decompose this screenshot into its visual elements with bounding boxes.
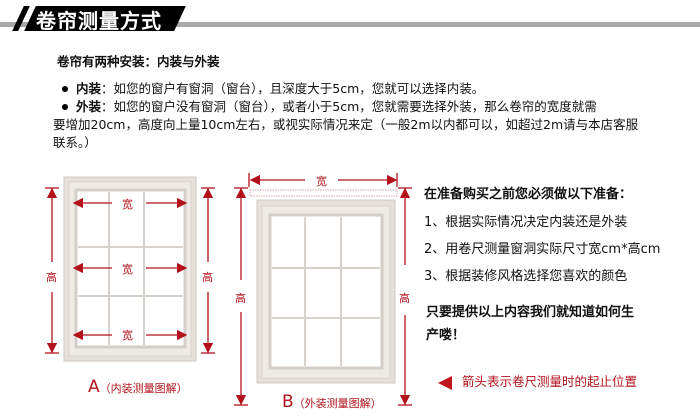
prep-step: 3、根据装修风格选择您喜欢的颜色: [424, 269, 628, 284]
caption-b: B（外装测量图解）: [282, 392, 382, 412]
height-label: 高: [235, 292, 246, 305]
bullet-icon: [62, 85, 68, 92]
width-label: 宽: [122, 263, 133, 276]
caption-text: （内装测量图解）: [99, 382, 188, 395]
window-b: [249, 189, 398, 384]
intro-item-inner: 内装：如您的窗户有窗洞（窗台），且深度大于5cm，您就可以选择内装。: [62, 80, 484, 98]
prep-title: 在准备购买之前您必须做以下准备：: [424, 187, 633, 202]
prep-note: 只要提供以上内容我们就知道如何生: [426, 305, 635, 320]
item-label: 外装: [76, 99, 102, 114]
intro-item-outer: 外装：如您的窗户没有窗洞（窗台），或者小于5cm，您就需要选择外装，那么卷帘的宽…: [62, 98, 597, 116]
height-label: 高: [202, 271, 213, 284]
window-a: [63, 176, 197, 362]
prep-note: 产喽！: [426, 328, 466, 343]
item-label: 内装: [76, 81, 102, 96]
height-label: 高: [46, 271, 57, 284]
item-text: ：如您的窗户有窗洞（窗台），且深度大于5cm，您就可以选择内装。: [101, 81, 485, 96]
caption-a: A（内装测量图解）: [88, 377, 188, 397]
caption-letter: B: [282, 392, 294, 412]
window-a-arrows: [45, 187, 215, 354]
width-label: 宽: [122, 198, 133, 211]
width-label: 宽: [122, 329, 133, 342]
item-text: ：如您的窗户没有窗洞（窗台），或者小于5cm，您就需要选择外装，那么卷帘的宽度就…: [101, 99, 597, 114]
height-label: 高: [399, 292, 410, 305]
caption-letter: A: [88, 377, 100, 397]
intro-title: 卷帘有两种安装：内装与外装: [57, 54, 220, 69]
prep-step: 1、根据实际情况决定内装还是外装: [424, 215, 628, 230]
item-text-cont: 联系。）: [53, 135, 97, 150]
item-text-cont: 要增加20cm，高度向上量10cm左右，或视实际情况来定（一般2m以内都可以，如…: [53, 117, 639, 132]
header-divider: [0, 22, 700, 27]
prep-step: 2、用卷尺测量窗洞实际尺寸宽cm*高cm: [424, 242, 661, 257]
arrow-legend: 箭头表示卷尺测量时的起止位置: [438, 373, 637, 391]
arrow-left-icon: [438, 375, 452, 390]
caption-text: （外装测量图解）: [293, 397, 382, 410]
legend-text: 箭头表示卷尺测量时的起止位置: [462, 374, 638, 389]
window-b-arrows: [234, 173, 412, 406]
page-title: 卷帘测量方式: [36, 9, 162, 33]
bullet-icon: [62, 103, 68, 110]
width-label: 宽: [316, 175, 327, 188]
